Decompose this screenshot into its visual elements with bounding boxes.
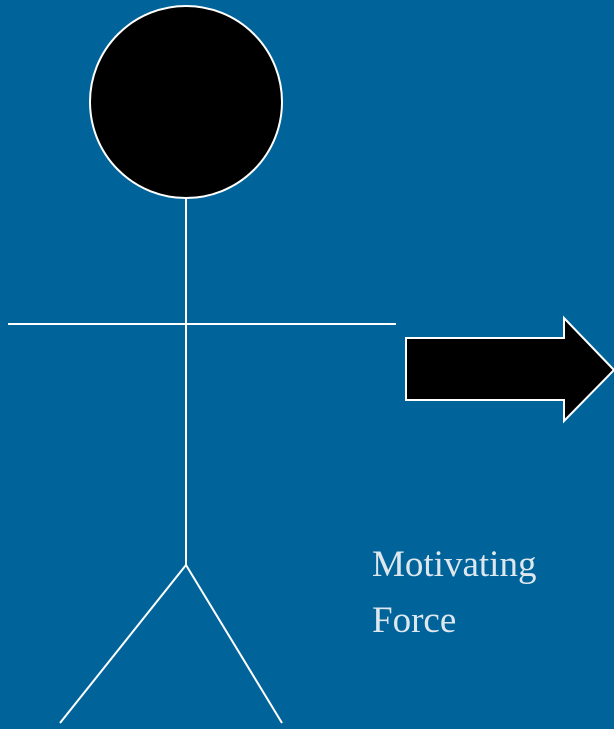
- caption-line-2: Force: [372, 600, 457, 641]
- caption-line-1: Motivating: [372, 544, 537, 585]
- head-circle-icon: [89, 5, 283, 199]
- right-leg-line: [185, 564, 283, 724]
- stick-figure-icon: [8, 5, 396, 724]
- right-arrow-icon: [405, 315, 614, 424]
- left-leg-line: [59, 564, 187, 724]
